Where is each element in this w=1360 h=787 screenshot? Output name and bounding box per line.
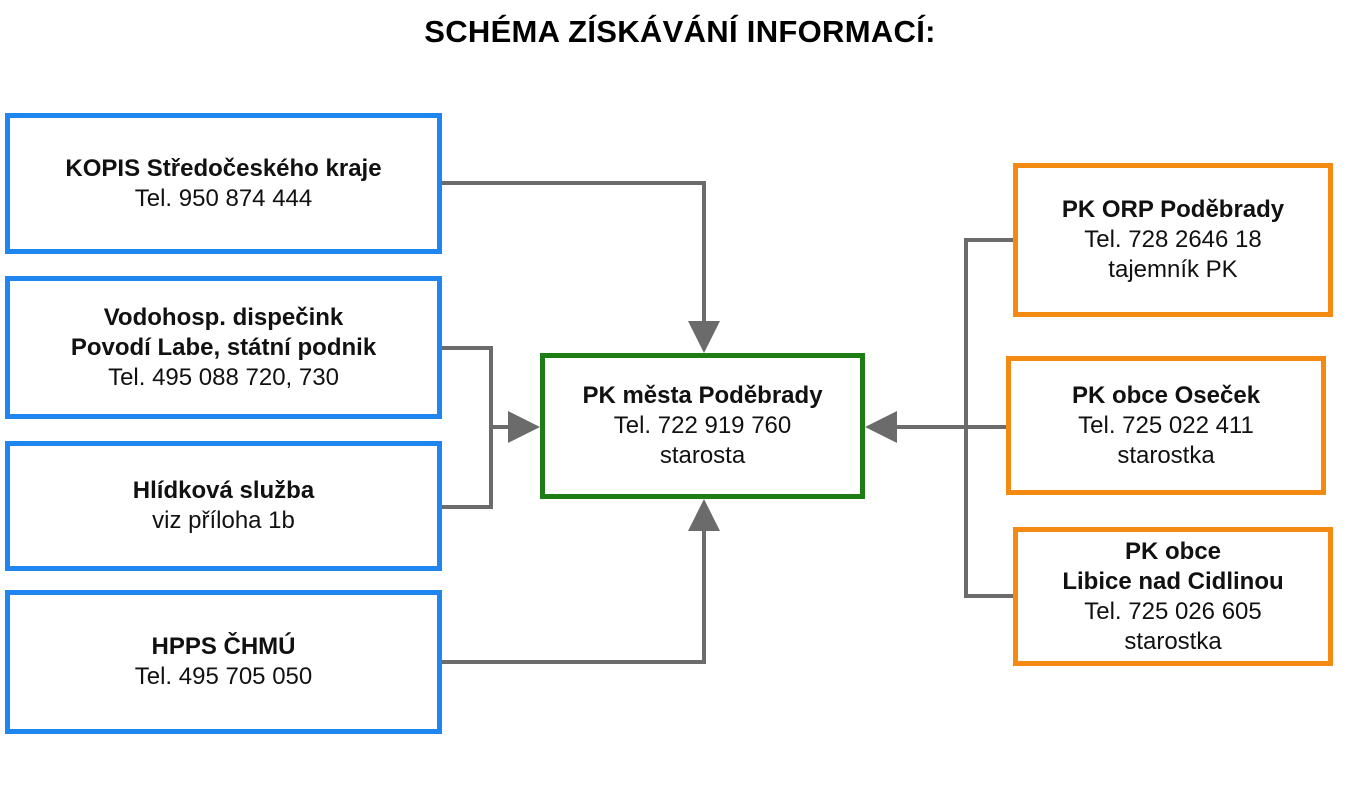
municipality-name: PK obce Oseček xyxy=(1071,381,1261,409)
source-phone: Tel. 495 088 720, 730 xyxy=(108,363,339,391)
municipality-box-libice: PK obce Libice nad Cidlinou Tel. 725 026… xyxy=(1013,527,1333,666)
municipality-box-osecek: PK obce Oseček Tel. 725 022 411 starostk… xyxy=(1006,356,1326,495)
municipality-phone: Tel. 728 2646 18 xyxy=(1084,226,1262,253)
connector-kopis-to-center xyxy=(442,181,720,353)
municipality-name-line2: Libice nad Cidlinou xyxy=(1062,567,1284,595)
municipality-phone: Tel. 725 026 605 xyxy=(1084,597,1262,625)
source-note: viz příloha 1b xyxy=(152,507,295,534)
municipality-phone: Tel. 725 022 411 xyxy=(1078,411,1254,439)
source-box-hpps: HPPS ČHMÚ Tel. 495 705 050 xyxy=(5,590,442,734)
municipality-name: PK ORP Poděbrady xyxy=(1061,196,1285,223)
source-phone: Tel. 950 874 444 xyxy=(134,184,313,212)
connector-vodohosp-hlidkova-bracket xyxy=(442,346,493,509)
municipality-role: starostka xyxy=(1117,441,1215,469)
source-name: HPPS ČHMÚ xyxy=(151,633,296,660)
connector-right-bracket xyxy=(964,238,1013,598)
source-box-hlidkova: Hlídková služba viz příloha 1b xyxy=(5,441,442,571)
municipality-role: tajemník PK xyxy=(1108,256,1238,283)
center-phone: Tel. 722 919 760 xyxy=(613,412,792,439)
center-box-pk-podebrady: PK města Poděbrady Tel. 722 919 760 star… xyxy=(540,353,865,499)
municipality-role: starostka xyxy=(1124,627,1222,655)
connector-hpps-to-center xyxy=(442,499,720,664)
source-box-kopis: KOPIS Středočeského kraje Tel. 950 874 4… xyxy=(5,113,442,254)
source-name: Hlídková služba xyxy=(132,477,315,504)
source-phone: Tel. 495 705 050 xyxy=(134,663,313,690)
center-role: starosta xyxy=(659,442,746,469)
municipality-box-orp: PK ORP Poděbrady Tel. 728 2646 18 tajemn… xyxy=(1013,163,1333,317)
diagram-title: SCHÉMA ZÍSKÁVÁNÍ INFORMACÍ: xyxy=(424,14,936,49)
source-name: KOPIS Středočeského kraje xyxy=(65,154,382,182)
municipality-name: PK obce xyxy=(1124,537,1222,565)
source-name-line2: Povodí Labe, státní podnik xyxy=(70,333,377,361)
source-name: Vodohosp. dispečink xyxy=(103,303,344,331)
center-name: PK města Poděbrady xyxy=(582,382,823,409)
source-box-vodohosp: Vodohosp. dispečink Povodí Labe, státní … xyxy=(5,276,442,419)
